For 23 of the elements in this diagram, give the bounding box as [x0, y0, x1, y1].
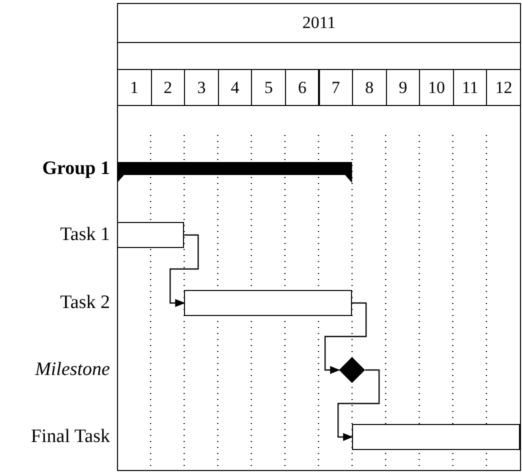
month-header: 4 — [218, 69, 252, 106]
task-label: Group 1 — [42, 158, 110, 180]
task-bar — [117, 222, 184, 248]
task-label: Task 1 — [60, 224, 110, 246]
month-header: 12 — [486, 69, 521, 106]
task-bar — [184, 290, 352, 316]
month-header: 8 — [352, 69, 387, 106]
month-header: 1 — [117, 69, 152, 106]
month-header: 10 — [419, 69, 454, 106]
month-header: 7 — [318, 69, 354, 106]
task-label: Milestone — [35, 359, 110, 381]
month-header: 5 — [251, 69, 286, 106]
dependency-arrow — [324, 302, 367, 374]
task-label: Final Task — [30, 426, 110, 448]
task-bar — [352, 424, 520, 450]
task-label: Task 2 — [60, 292, 110, 314]
month-header: 9 — [386, 69, 420, 106]
month-header: 11 — [452, 69, 488, 106]
dependency-arrow — [337, 369, 380, 441]
month-header: 6 — [284, 69, 320, 106]
dependency-arrow — [170, 234, 199, 307]
month-header: 2 — [150, 69, 186, 106]
month-header: 3 — [184, 69, 219, 106]
